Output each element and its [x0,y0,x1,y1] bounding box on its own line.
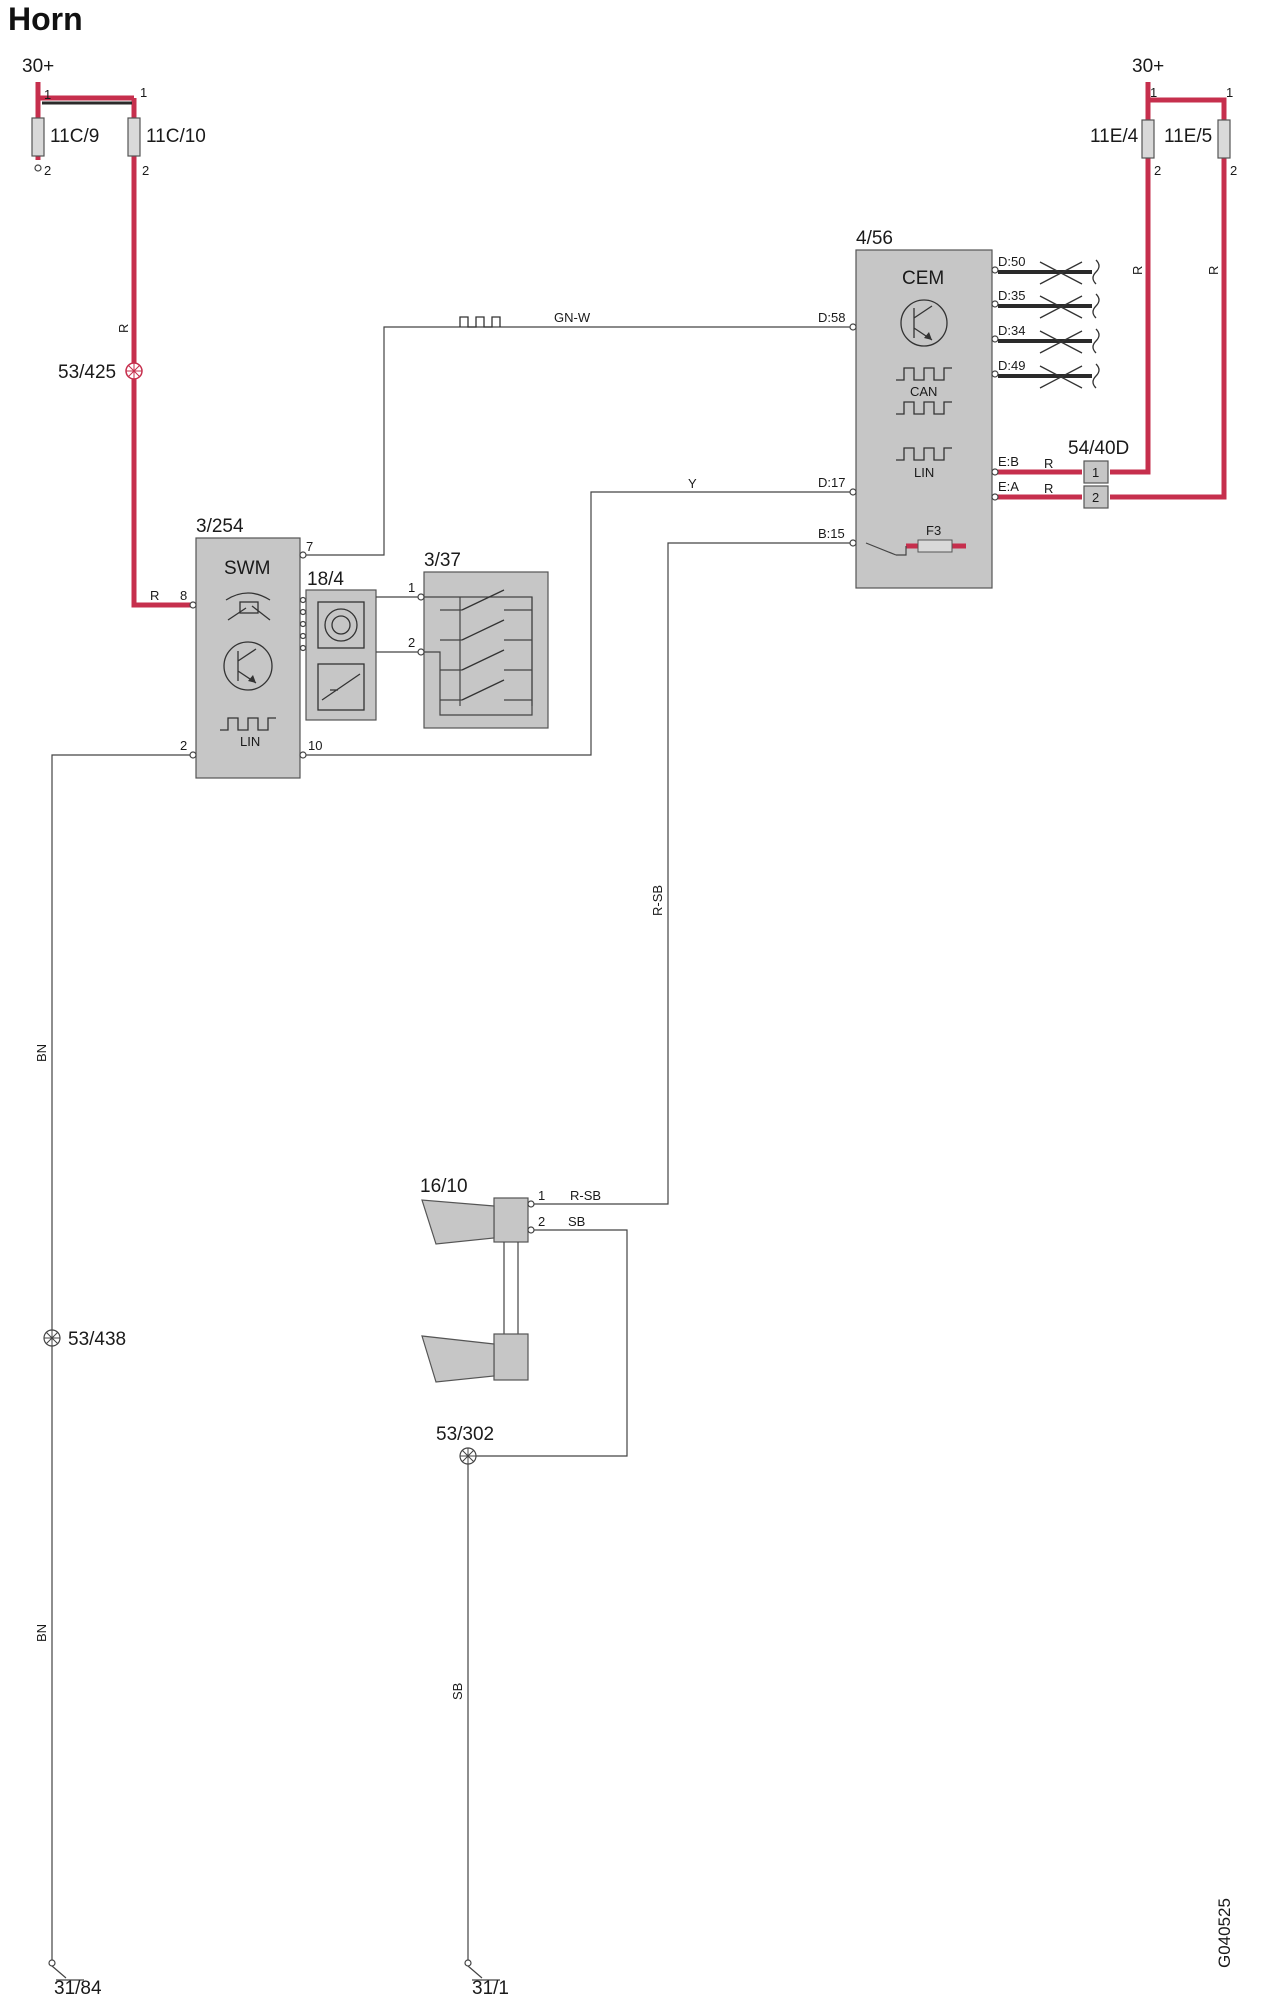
svg-text:E:A: E:A [998,479,1019,494]
svg-text:53/425: 53/425 [58,362,116,383]
splice-53-438: 53/438 [43,1329,126,1350]
fuse-11e-4: 1 11E/4 2 [1090,85,1161,178]
wire-color-label: R [116,324,131,333]
svg-text:1: 1 [1150,85,1157,100]
clock-spring-icon [324,608,358,642]
svg-text:D:35: D:35 [998,288,1025,303]
fuse-11e-5: 1 11E/5 2 [1164,85,1237,178]
svg-text:CAN: CAN [910,384,937,399]
svg-text:2: 2 [538,1214,545,1229]
module-18-4: 18/4 [305,569,377,721]
horn-switch-contacts-icon [424,589,533,716]
svg-text:2: 2 [1092,490,1099,505]
ground-31-1: 31/1 [464,1959,509,1999]
svg-text:D:17: D:17 [818,475,845,490]
fuse-11c-10: 1 11C/10 2 [127,85,206,178]
lin-signal-icon [896,447,952,461]
transistor-icon [900,299,948,347]
power-wiring [35,82,1227,608]
svg-text:2: 2 [1230,163,1237,178]
wire-color-label: R [1044,456,1053,471]
signal-wiring [51,316,851,1960]
horn-16-10: 16/10 1 2 [420,1176,545,1383]
svg-text:1: 1 [408,580,415,595]
svg-text:1: 1 [538,1188,545,1203]
module-id: 3/254 [196,516,244,537]
can-bus-twisted-pairs [998,259,1100,389]
fuse-label: 11C/9 [50,126,99,147]
transistor-icon [223,641,273,691]
wire-color-label: GN-W [554,310,591,325]
svg-text:8: 8 [180,588,187,603]
svg-text:2: 2 [142,163,149,178]
steering-angle-sensor-icon [225,592,271,621]
module-id: 16/10 [420,1176,468,1197]
svg-text:1: 1 [44,87,51,102]
svg-text:B:15: B:15 [818,526,845,541]
svg-text:D:49: D:49 [998,358,1025,373]
connector-54-40d: 54/40D 1 2 [1068,438,1129,509]
svg-text:D:58: D:58 [818,310,845,325]
module-swm: 3/254 SWM LIN 8 2 7 10 [180,516,322,779]
fuse-label: 11E/5 [1164,126,1212,147]
wire-color-label: R-SB [570,1188,601,1203]
svg-text:1: 1 [1226,85,1233,100]
supply-label-left: 30+ [22,56,54,77]
ground-icon: 31/1 [472,1978,509,1999]
svg-text:53/302: 53/302 [436,1424,494,1445]
splice-53-425: 53/425 [58,362,143,383]
fuse-label: 11E/4 [1090,126,1139,147]
wire-color-label: BN [34,1624,49,1642]
lin-signal-icon [220,717,276,731]
svg-text:10: 10 [308,738,322,753]
svg-text:1: 1 [140,85,147,100]
svg-text:54/40D: 54/40D [1068,438,1129,459]
wire-color-label: R [1130,266,1145,275]
svg-text:2: 2 [408,635,415,650]
svg-text:F3: F3 [926,523,941,538]
svg-text:D:34: D:34 [998,323,1025,338]
wire-color-label: R-SB [650,885,665,916]
svg-text:LIN: LIN [914,465,934,480]
module-name: CEM [902,268,944,289]
module-id: 4/56 [856,228,893,249]
wire-color-label: R [1044,481,1053,496]
svg-text:2: 2 [1154,163,1161,178]
can-signal-icon [896,367,952,381]
module-3-37: 3/37 [417,550,549,729]
horn-icon [421,1199,495,1245]
module-id: 3/37 [424,550,461,571]
svg-text:7: 7 [306,539,313,554]
svg-text:D:50: D:50 [998,254,1025,269]
svg-text:LIN: LIN [240,734,260,749]
fuse-label: 11C/10 [146,126,206,147]
ground-icon: 31/84 [54,1978,102,1999]
splice-53-302: 53/302 [436,1424,494,1465]
module-id: 18/4 [307,569,344,590]
ground-31-84: 31/84 [48,1959,102,1999]
svg-text:2: 2 [44,163,51,178]
wire-color-label: BN [34,1044,49,1062]
wire-color-label: SB [568,1214,585,1229]
horn-icon [421,1335,495,1383]
module-name: SWM [224,558,270,579]
module-cem: 4/56 CEM CAN LIN F3 D:58 D:17 B:15 [818,228,1100,589]
svg-text:53/438: 53/438 [68,1329,126,1350]
wire-color-label: R [150,588,159,603]
svg-text:2: 2 [180,738,187,753]
fuse-11c-9: 1 11C/9 2 [31,87,99,178]
wire-color-label: R [1206,266,1221,275]
diagram-title: Horn [8,1,83,37]
document-code: G040525 [1215,1898,1234,1968]
supply-label-right: 30+ [1132,56,1164,77]
svg-text:E:B: E:B [998,454,1019,469]
svg-text:1: 1 [1092,465,1099,480]
wire-color-label: SB [450,1683,465,1700]
wire-color-label: Y [688,476,697,491]
